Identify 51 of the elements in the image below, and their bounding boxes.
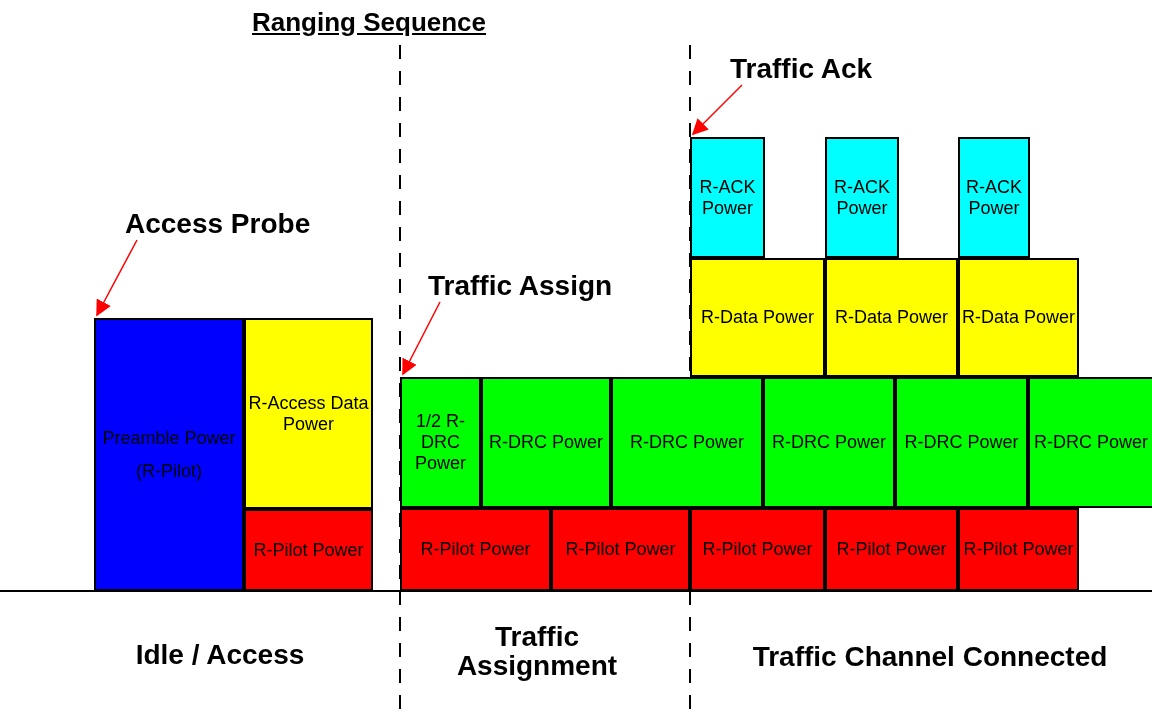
block-label: R-Pilot Power [253, 539, 364, 561]
callout-label: Access Probe [125, 208, 311, 240]
block-label: R-Pilot Power [963, 539, 1074, 560]
power-block [94, 318, 244, 591]
leader-line [691, 84, 743, 136]
block-label: R-Pilot Power [420, 539, 531, 560]
callout-label: Traffic Assign [428, 270, 613, 302]
block-label: Preamble Power [102, 427, 236, 449]
block-label: R-DRC Power [904, 432, 1019, 453]
block-label: R-DRC Power [772, 432, 886, 453]
power-block [400, 508, 551, 591]
block-label: 1/2 R-DRC Power [414, 411, 467, 474]
block-label: R-DRC Power [489, 432, 603, 453]
section-label: Traffic Assignment [455, 622, 619, 680]
power-block [1028, 377, 1152, 508]
section-label: Traffic Channel Connected [751, 642, 1109, 671]
power-block [825, 137, 899, 258]
block-label: R-DRC Power [1034, 432, 1148, 453]
power-block [690, 137, 765, 258]
block-label: R-Pilot Power [565, 539, 676, 560]
block-label: R-Access Data Power [247, 392, 370, 435]
leader-line [96, 239, 138, 317]
power-block [958, 137, 1030, 258]
block-label: R-DRC Power [630, 432, 744, 453]
block-label: R-ACK Power [698, 176, 757, 219]
power-block [825, 258, 958, 377]
block-label: R-Data Power [961, 307, 1075, 328]
power-block [895, 377, 1028, 508]
block-label: R-Data Power [834, 307, 948, 328]
power-block [481, 377, 611, 508]
block-label: R-Pilot Power [836, 539, 947, 560]
power-block [611, 377, 763, 508]
power-block [690, 508, 825, 591]
power-block [400, 377, 481, 508]
power-block [763, 377, 895, 508]
block-label: R-ACK Power [965, 176, 1023, 219]
block-label: (R-Pilot) [136, 460, 202, 482]
leader-line [402, 301, 441, 376]
power-block [958, 508, 1079, 591]
power-block [244, 318, 373, 509]
callout-label: Traffic Ack [730, 53, 873, 85]
power-block [825, 508, 958, 591]
power-block [551, 508, 690, 591]
block-label: R-Data Power [700, 307, 814, 328]
power-block [690, 258, 825, 377]
power-block [958, 258, 1079, 377]
block-label: R-Pilot Power [702, 539, 813, 560]
section-label: Idle / Access [134, 640, 306, 669]
block-label: R-ACK Power [833, 176, 891, 219]
diagram-title: Ranging Sequence [252, 8, 487, 37]
power-block [244, 509, 373, 591]
